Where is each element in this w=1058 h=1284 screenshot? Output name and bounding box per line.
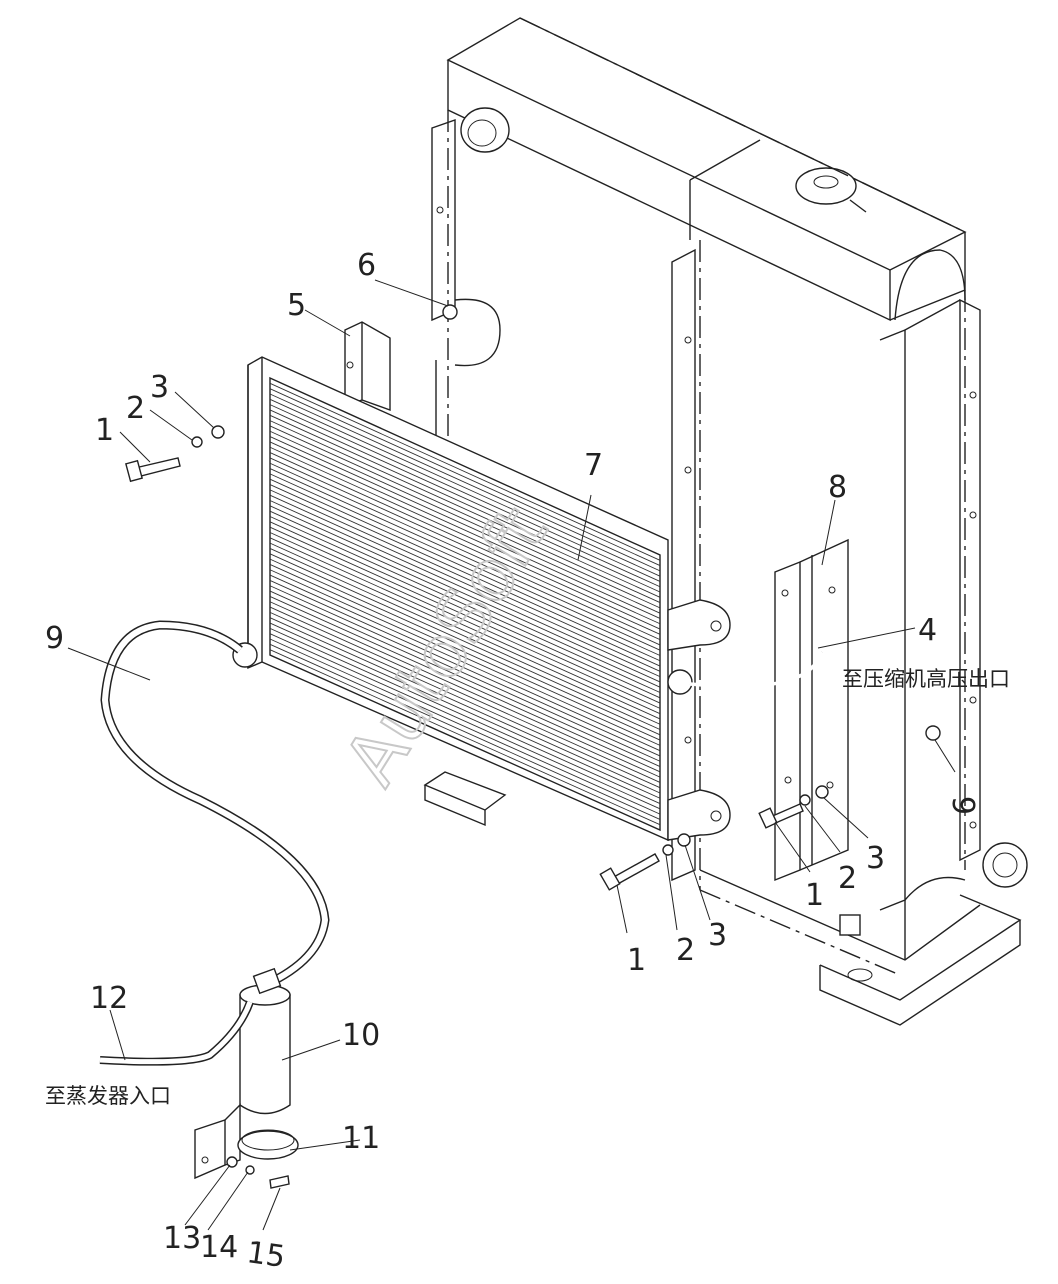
fin-line [269, 452, 661, 630]
fin-line [269, 382, 661, 561]
callout-3-bottom: 3 [708, 918, 727, 953]
fin-line [269, 398, 661, 577]
fin-line [269, 558, 661, 736]
condenser-7 [232, 356, 693, 842]
callout-11: 11 [342, 1121, 380, 1156]
fin-line [269, 505, 661, 683]
fin-line [269, 425, 661, 604]
fin-line [269, 601, 661, 778]
callout-3-left: 3 [150, 370, 169, 405]
fin-line [269, 622, 661, 799]
leader-lines [67, 279, 956, 1231]
fin-line [269, 409, 661, 588]
pipe-4-inner [689, 651, 824, 688]
fin-line [269, 649, 661, 826]
hose-9-inner [101, 621, 329, 988]
fin-line [269, 569, 661, 746]
fin-line [269, 430, 661, 609]
fin-line [269, 414, 661, 593]
pipe-4 [689, 651, 823, 687]
fin-line [269, 542, 661, 720]
callout-12: 12 [90, 981, 128, 1016]
fin-line [269, 595, 661, 773]
fin-line [269, 617, 661, 794]
fin-line [269, 436, 661, 614]
condenser-fins [269, 382, 661, 826]
callout-1-left: 1 [95, 413, 114, 448]
callout-5: 5 [287, 288, 306, 323]
callout-13: 13 [163, 1221, 201, 1256]
fin-line [269, 441, 661, 619]
fin-line [269, 404, 661, 582]
fin-line [269, 633, 661, 810]
callout-2-right: 2 [838, 861, 857, 896]
bracket-8 [774, 538, 849, 882]
condenser-mount-tabs [667, 599, 731, 841]
fin-line [269, 590, 661, 767]
fin-line [269, 585, 661, 762]
note-compressor-outlet: 至压缩机高压出口 [842, 667, 1010, 691]
callout-8: 8 [828, 470, 847, 505]
fin-line [269, 537, 661, 715]
note-evaporator-inlet: 至蒸发器入口 [45, 1084, 171, 1108]
fin-line [269, 462, 661, 641]
fin-line [269, 564, 661, 741]
fin-line [269, 510, 661, 688]
callout-14: 14 [200, 1230, 238, 1265]
callout-1-right: 1 [805, 878, 824, 913]
fin-line [269, 532, 661, 709]
fin-line [269, 489, 661, 667]
callout-15: 15 [245, 1235, 288, 1275]
fin-line [269, 473, 661, 651]
callout-6-top: 6 [357, 248, 376, 283]
callout-4: 4 [918, 613, 937, 648]
fin-line [269, 420, 661, 598]
callout-10: 10 [342, 1018, 380, 1053]
fin-line [269, 521, 661, 699]
callout-2-left: 2 [126, 391, 145, 426]
bracket-5 [344, 298, 501, 411]
callout-3-right: 3 [866, 841, 885, 876]
callout-1-bottom: 1 [627, 943, 646, 978]
fin-line [269, 627, 661, 804]
callout-6-right: 6 [948, 796, 983, 815]
clamp-11 [194, 1103, 299, 1180]
fin-line [269, 494, 661, 672]
fin-line [269, 638, 661, 815]
callout-labels: 1 2 3 5 6 7 8 4 9 12 10 11 13 14 15 1 2 … [45, 248, 983, 1275]
callout-7: 7 [584, 448, 603, 483]
fin-line [269, 548, 661, 725]
fin-line [269, 643, 661, 820]
fin-line [269, 457, 661, 635]
fin-line [269, 553, 661, 730]
fin-line [269, 468, 661, 646]
pipe-12-inner [99, 1001, 253, 1065]
fin-line [269, 478, 661, 656]
fin-line [269, 393, 661, 572]
callout-2-bottom: 2 [676, 933, 695, 968]
callout-9: 9 [45, 621, 64, 656]
fasteners [125, 425, 941, 1189]
fin-line [269, 611, 661, 789]
fin-line [269, 388, 661, 566]
receiver-drier-10 [239, 967, 291, 1115]
fin-line [269, 606, 661, 783]
fin-line [269, 574, 661, 752]
fin-line [269, 580, 661, 757]
fin-line [269, 446, 661, 625]
fin-line [269, 516, 661, 693]
fin-line [269, 500, 661, 678]
fin-line [269, 484, 661, 662]
fin-line [269, 526, 661, 704]
